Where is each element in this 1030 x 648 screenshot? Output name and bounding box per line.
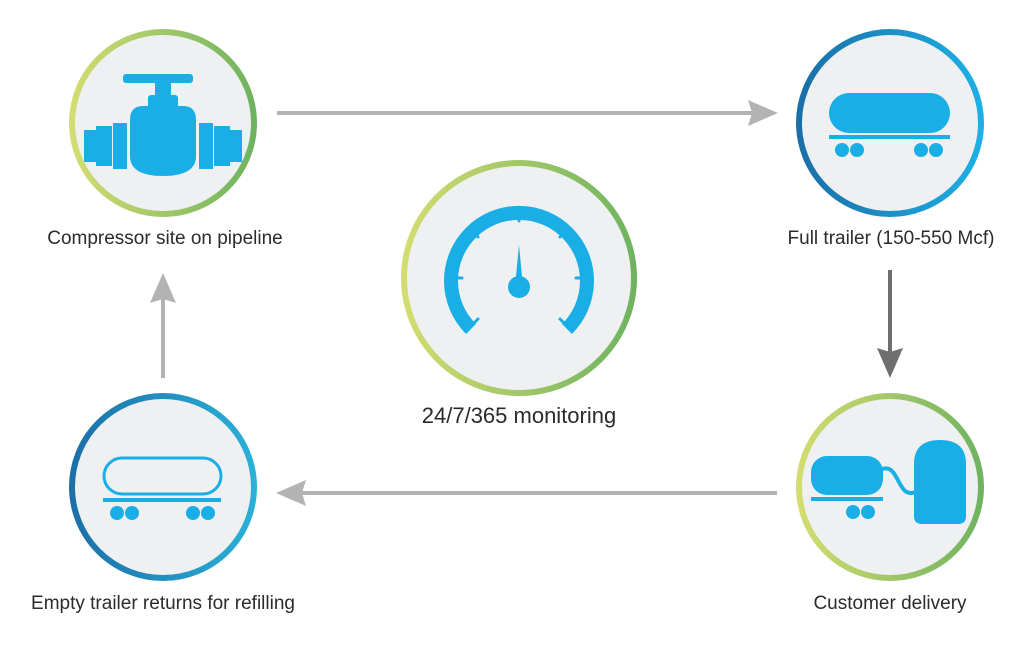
empty-trailer-label: Empty trailer returns for refilling <box>31 593 295 614</box>
full-trailer-label: Full trailer (150-550 Mcf) <box>787 228 995 249</box>
monitoring-label: 24/7/365 monitoring <box>421 403 617 428</box>
compressor-site-label: Compressor site on pipeline <box>47 228 283 249</box>
compressor-site-node <box>69 29 257 217</box>
full-trailer-node <box>796 29 984 217</box>
empty-tank-trailer-icon <box>102 456 223 520</box>
empty-trailer-node <box>69 393 257 581</box>
delivery-hose-icon <box>811 440 966 524</box>
gauge-icon <box>444 205 594 334</box>
arrow-empty-trailer-to-compressor <box>150 273 176 378</box>
customer-delivery-node <box>796 393 984 581</box>
monitoring-node <box>401 160 637 396</box>
arrow-customer-to-empty-trailer <box>276 480 777 506</box>
pipeline-valve-icon <box>84 74 242 176</box>
customer-delivery-label: Customer delivery <box>813 593 967 614</box>
arrow-full-trailer-to-customer <box>877 270 903 378</box>
arrow-compressor-to-full-trailer <box>277 100 778 126</box>
full-tank-trailer-icon <box>829 93 950 157</box>
empty-trailer-node-ring <box>69 393 257 581</box>
